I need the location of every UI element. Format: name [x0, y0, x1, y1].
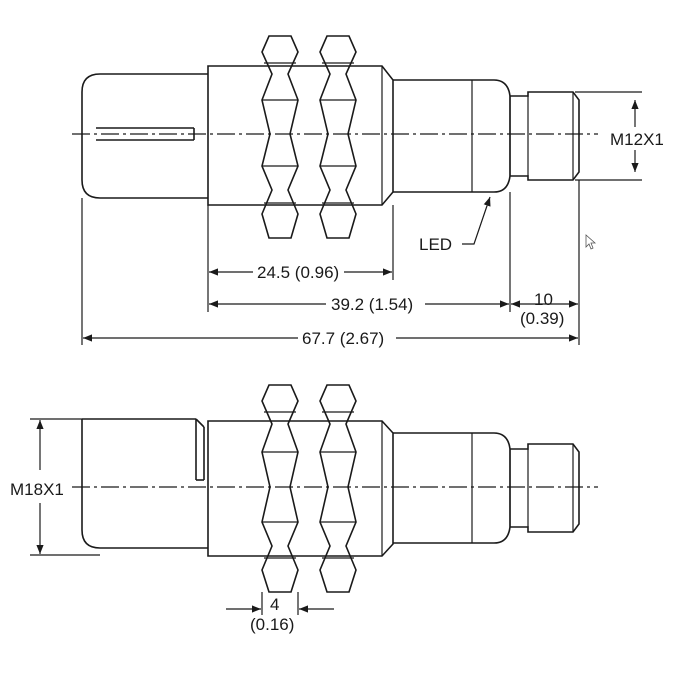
mouse-cursor-icon	[585, 234, 597, 250]
top-rear-cap	[81, 73, 208, 199]
dim-nut-span: 24.5 (0.96)	[257, 263, 339, 282]
bottom-connector	[510, 443, 580, 533]
top-hex-nut-2	[319, 35, 357, 239]
bottom-hex-nut-2	[319, 384, 357, 593]
dim-overall-length: 67.7 (2.67)	[302, 329, 384, 348]
bottom-hex-nut-1	[261, 384, 299, 593]
top-view: LED M12X1 24.5 (0.96) 39.2 (1.54) 10 (0.…	[72, 35, 664, 348]
bottom-view: M18X1 4 (0.16)	[10, 384, 598, 634]
bottom-threaded-body	[207, 420, 394, 557]
led-leader-line	[462, 196, 491, 245]
top-led-housing	[393, 79, 511, 193]
dim-connector-length-inch: (0.39)	[520, 309, 564, 328]
bottom-thread-label: M18X1	[10, 480, 64, 499]
led-label: LED	[419, 235, 452, 254]
dim-body-length: 39.2 (1.54)	[331, 295, 413, 314]
top-threaded-body	[207, 65, 394, 206]
top-connector	[510, 91, 580, 181]
top-thread-label: M12X1	[610, 130, 664, 149]
bottom-led-housing	[393, 432, 511, 544]
bottom-rear-cap	[81, 419, 208, 549]
dim-nut-thickness: 4	[270, 595, 279, 614]
dim-nut-thickness-inch: (0.16)	[250, 615, 294, 634]
dim-connector-length: 10	[534, 290, 553, 309]
top-hex-nut-1	[261, 35, 299, 239]
